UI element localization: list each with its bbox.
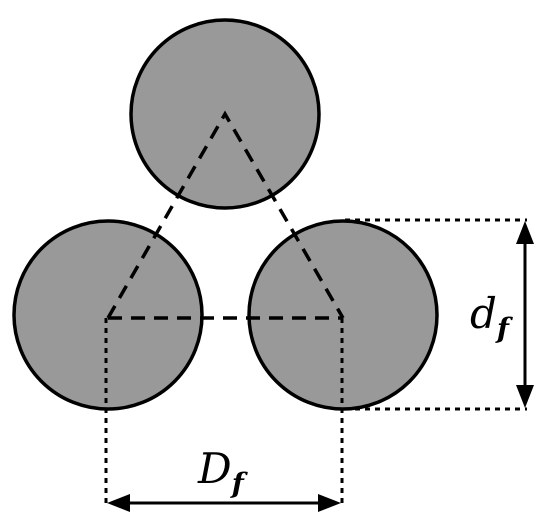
spacing-arrowhead-right bbox=[318, 494, 341, 512]
diameter-arrowhead-bottom bbox=[516, 385, 534, 408]
spacing-arrowhead-left bbox=[107, 494, 130, 512]
diameter-label-subscript: f bbox=[495, 312, 514, 345]
lattice-triangle bbox=[106, 110, 345, 319]
diameter-arrowhead-top bbox=[516, 221, 534, 244]
spacing-label: Df bbox=[197, 444, 249, 500]
spacing-label-subscript: f bbox=[230, 467, 249, 500]
diameter-label: df bbox=[470, 289, 514, 345]
spacing-label-symbol: D bbox=[197, 444, 232, 493]
diameter-label-symbol: d bbox=[470, 289, 497, 338]
